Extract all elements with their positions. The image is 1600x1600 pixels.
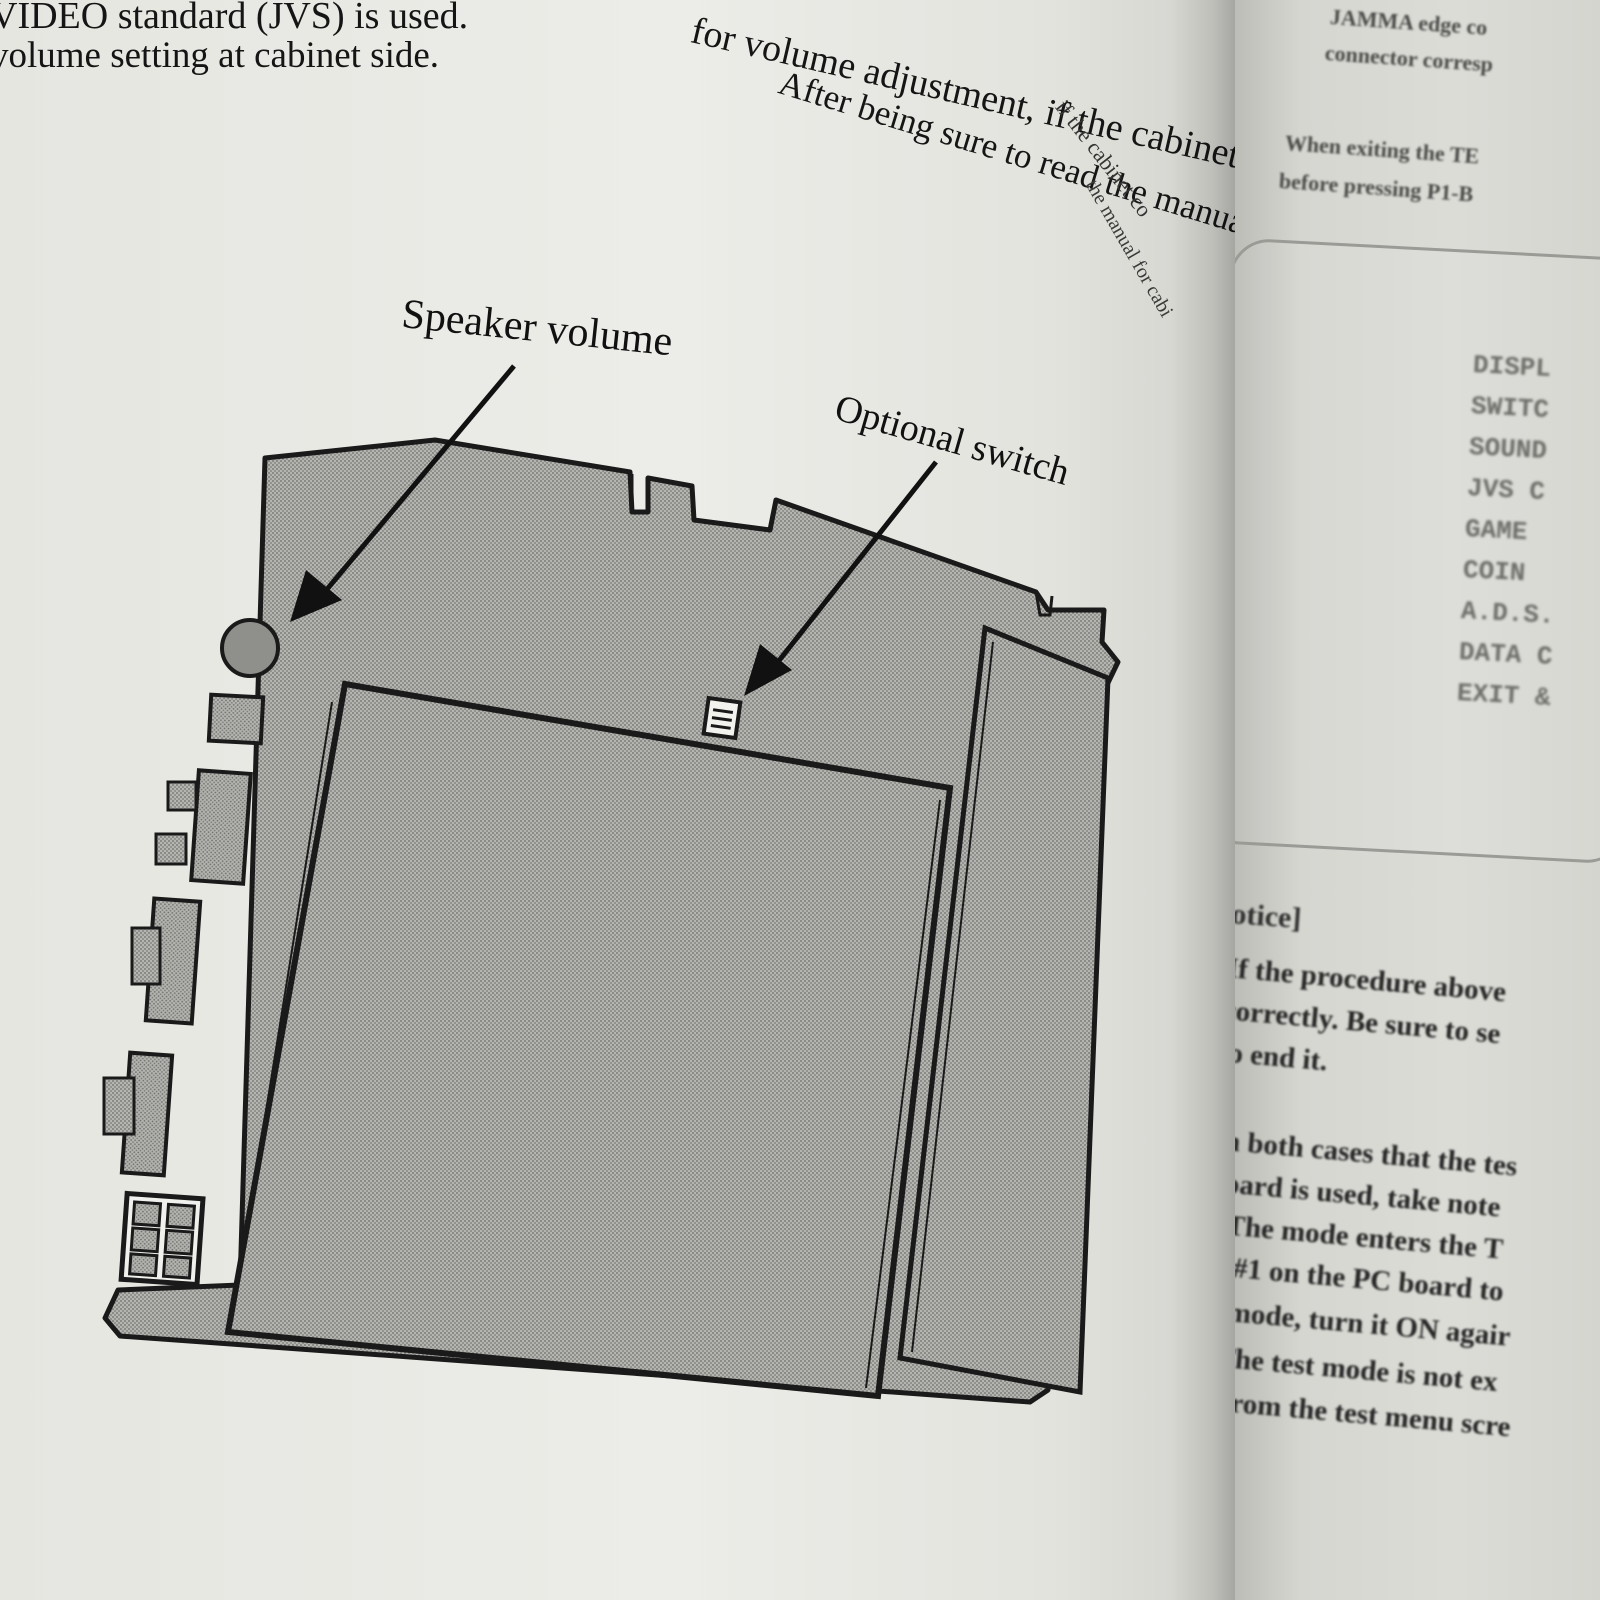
menu-item: DATA C [1458, 637, 1554, 672]
notice-line: to end it. [1235, 1036, 1329, 1078]
menu-item: DISPL [1472, 350, 1552, 385]
right-page: JAMMA edge co connector corresp When exi… [1235, 0, 1600, 1600]
menu-item: SWITC [1470, 391, 1550, 426]
connector-tab [154, 832, 188, 866]
connector-tab [130, 926, 162, 986]
right-text-line: When exiting the TE [1284, 130, 1480, 169]
menu-item: A.D.S. [1460, 596, 1556, 631]
left-page: VIDEO standard (JVS) is used. volume set… [0, 0, 1307, 1600]
notice-heading: [Notice] [1235, 895, 1303, 936]
right-connector-notch [1034, 591, 1054, 617]
connector-block [189, 768, 253, 886]
body-text-line: VIDEO standard (JVS) is used. [0, 0, 469, 37]
right-text-line: before pressing P1-B [1278, 168, 1475, 207]
menu-item: JVS C [1466, 473, 1546, 508]
speaker-volume-arrow [290, 364, 516, 622]
menu-item: EXIT & [1456, 678, 1552, 713]
connector-block [206, 692, 266, 746]
menu-item: GAME [1464, 514, 1529, 548]
optional-dip-switch [701, 695, 743, 741]
optional-switch-arrow [744, 460, 938, 696]
speaker-volume-knob [220, 618, 280, 678]
menu-item: SOUND [1468, 432, 1548, 467]
right-text-line: connector corresp [1324, 40, 1494, 77]
right-text-line: JAMMA edge co [1329, 4, 1489, 40]
menu-item: COIN [1462, 555, 1527, 589]
grid-connector [118, 1190, 206, 1288]
side-panel [897, 624, 1111, 1395]
connector-tab [166, 780, 198, 812]
body-text-line: volume setting at cabinet side. [0, 35, 440, 76]
connector-tab [102, 1076, 136, 1136]
test-menu-screen-box [1235, 237, 1600, 865]
top-connector-notch [630, 474, 650, 512]
pcb-diagram [102, 364, 1121, 1405]
main-chip-panel [224, 680, 954, 1400]
